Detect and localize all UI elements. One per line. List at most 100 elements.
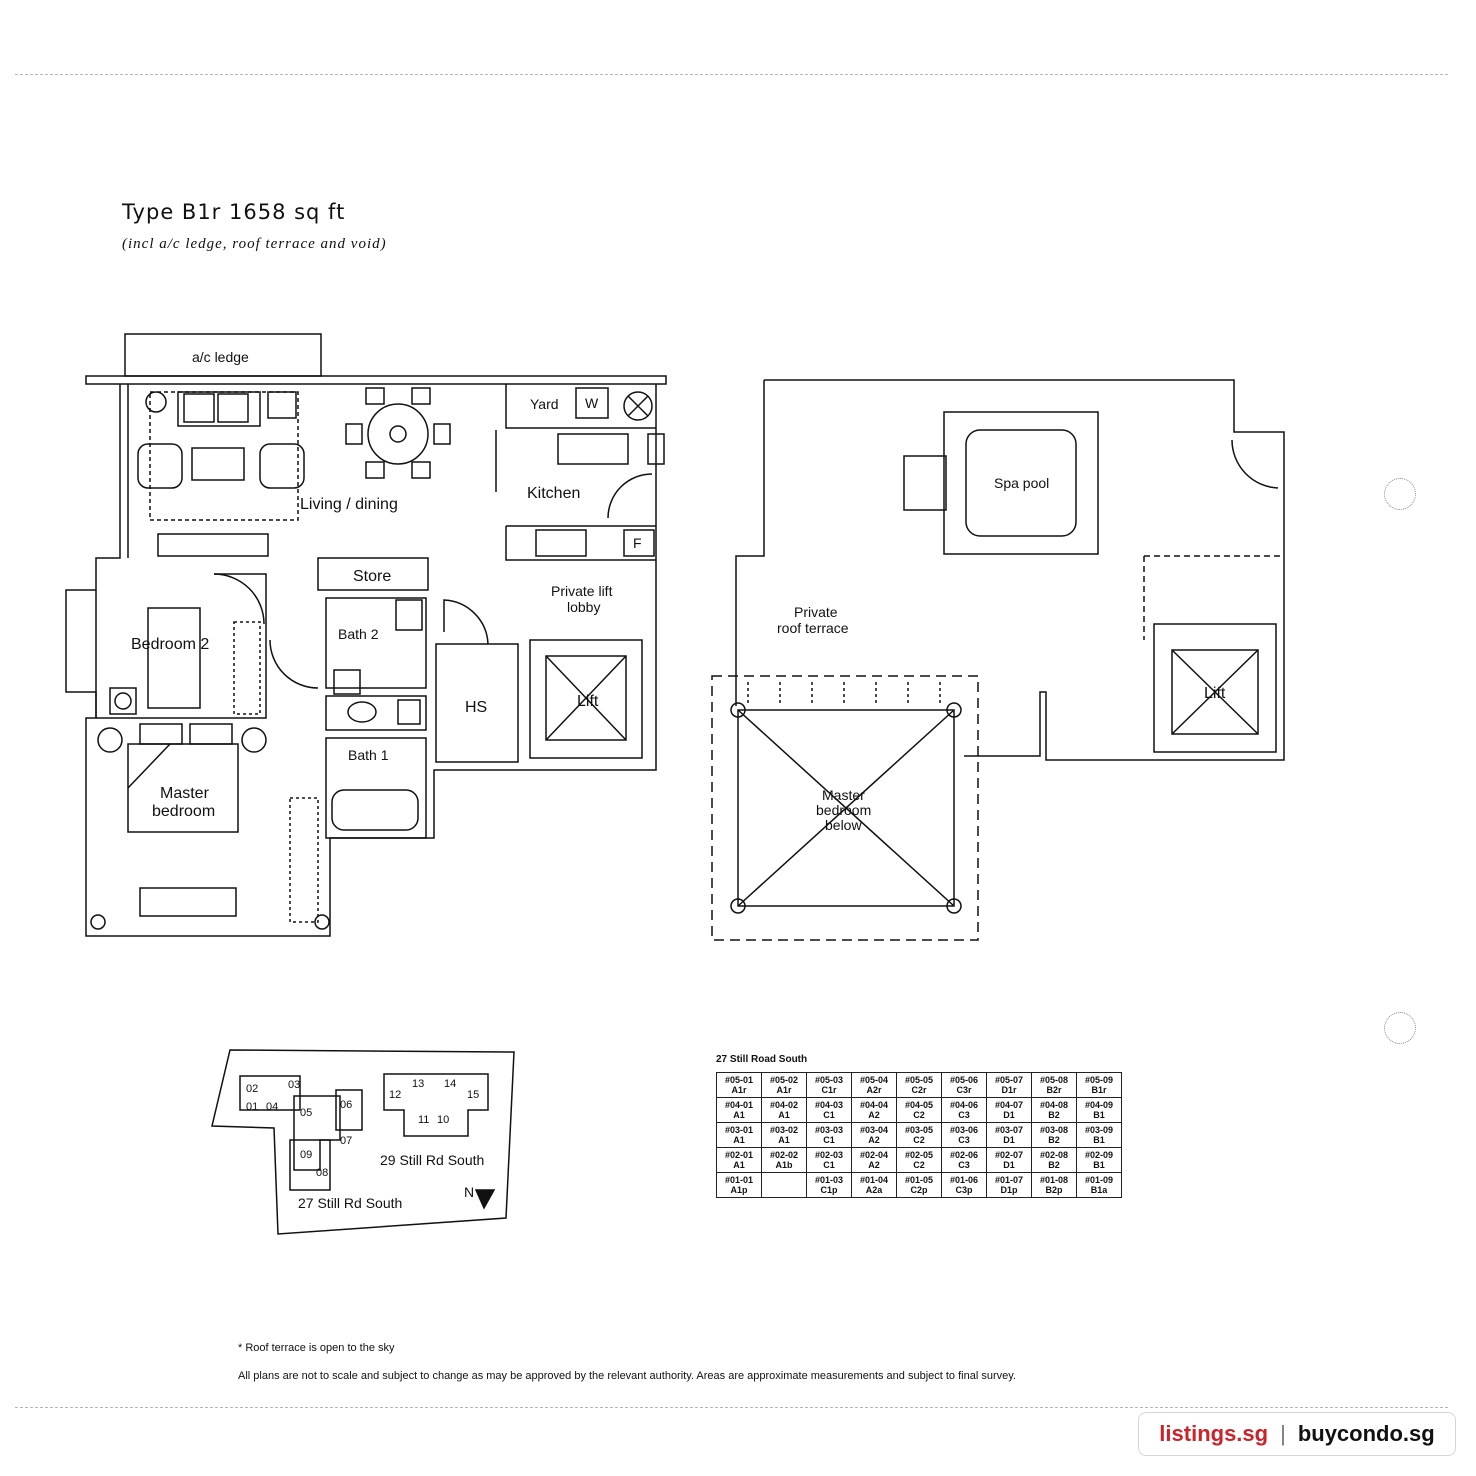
unit-number: #03-02 (769, 1125, 799, 1135)
key-plan-site (211, 1049, 515, 1235)
block-01: 01 (246, 1101, 258, 1113)
unit-type: D1 (1003, 1135, 1015, 1145)
unit-type: C2 (913, 1110, 925, 1120)
bed2 (147, 607, 201, 709)
unit-type: C1 (823, 1160, 835, 1170)
block-29-label: 29 Still Rd South (380, 1152, 484, 1168)
unit-type: A2 (868, 1160, 880, 1170)
unit-type: C3 (958, 1160, 970, 1170)
roof-terrace-label-1: Private (794, 604, 838, 620)
kitchen-door (607, 473, 653, 519)
block-03: 03 (288, 1079, 300, 1091)
unit-type: B2 (1048, 1135, 1060, 1145)
upper-floor-plan (711, 379, 1285, 941)
brand-footer[interactable]: listings.sg | buycondo.sg (1138, 1412, 1456, 1456)
unit-number: #01-09 (1084, 1175, 1114, 1185)
unit-number: #03-09 (1084, 1125, 1114, 1135)
unit-type: D1 (1003, 1160, 1015, 1170)
unit-number: #05-06 (949, 1075, 979, 1085)
brand-listings[interactable]: listings.sg (1159, 1421, 1269, 1446)
tv-console (157, 533, 269, 557)
unit-number: #03-01 (724, 1125, 754, 1135)
store-label: Store (353, 568, 391, 585)
lobby-door (443, 599, 489, 645)
unit-type: A1 (778, 1135, 790, 1145)
unit-number: #04-05 (904, 1100, 934, 1110)
master-below-label-3: below (825, 817, 862, 833)
unit-type: A1b (775, 1160, 793, 1170)
washer (575, 387, 609, 419)
upper-lift-label: Lift (1204, 685, 1226, 702)
unit-type: A1p (730, 1185, 748, 1195)
unit-table-title: 27 Still Road South (716, 1054, 808, 1065)
brand-buycondo[interactable]: buycondo.sg (1297, 1421, 1435, 1446)
bath2 (325, 597, 427, 689)
unit-type: C1 (823, 1110, 835, 1120)
unit-number: #03-04 (859, 1125, 889, 1135)
store (317, 557, 429, 591)
plan-title: Type B1r 1658 sq ft (122, 200, 346, 224)
unit-number: #01-05 (904, 1175, 934, 1185)
block-15: 15 (467, 1089, 479, 1101)
desk (139, 887, 237, 917)
master-label-1: Master (160, 785, 210, 802)
block-05: 05 (300, 1107, 312, 1119)
coffee-table (191, 447, 245, 481)
unit-number: #02-07 (994, 1150, 1024, 1160)
block-07: 07 (340, 1135, 352, 1147)
unit-number: #05-07 (994, 1075, 1024, 1085)
unit-number: #03-03 (814, 1125, 844, 1135)
note-roof-terrace: * Roof terrace is open to the sky (238, 1342, 395, 1354)
unit-number: #03-07 (994, 1125, 1024, 1135)
unit-number: #02-01 (724, 1150, 754, 1160)
bedroom2-label: Bedroom 2 (131, 636, 209, 653)
unit-type: B2p (1045, 1185, 1063, 1195)
unit-number: #05-08 (1039, 1075, 1069, 1085)
bath1 (325, 737, 427, 839)
hob (535, 529, 587, 557)
pool-steps (903, 455, 947, 511)
master-below-label-1: Master (822, 787, 865, 803)
unit-number: #05-09 (1084, 1075, 1114, 1085)
block-09: 09 (300, 1149, 312, 1161)
unit-type: C3p (955, 1185, 973, 1195)
block-06: 06 (340, 1099, 352, 1111)
unit-number: #04-01 (724, 1100, 754, 1110)
block-02: 02 (246, 1083, 258, 1095)
bath2-label: Bath 2 (338, 626, 379, 642)
lower-floor-plan (65, 333, 667, 937)
spa-pool-label: Spa pool (994, 475, 1049, 491)
hs-label: HS (465, 699, 487, 716)
unit-number: #02-03 (814, 1150, 844, 1160)
unit-number: #05-05 (904, 1075, 934, 1085)
unit-number: #01-07 (994, 1175, 1024, 1185)
block-27-label: 27 Still Rd South (298, 1195, 402, 1211)
punch-hole-bottom (1384, 1012, 1416, 1044)
fridge-label: F (633, 535, 642, 551)
water-heater (623, 391, 653, 421)
unit-type: C1 (823, 1135, 835, 1145)
armchair-left (137, 443, 183, 489)
